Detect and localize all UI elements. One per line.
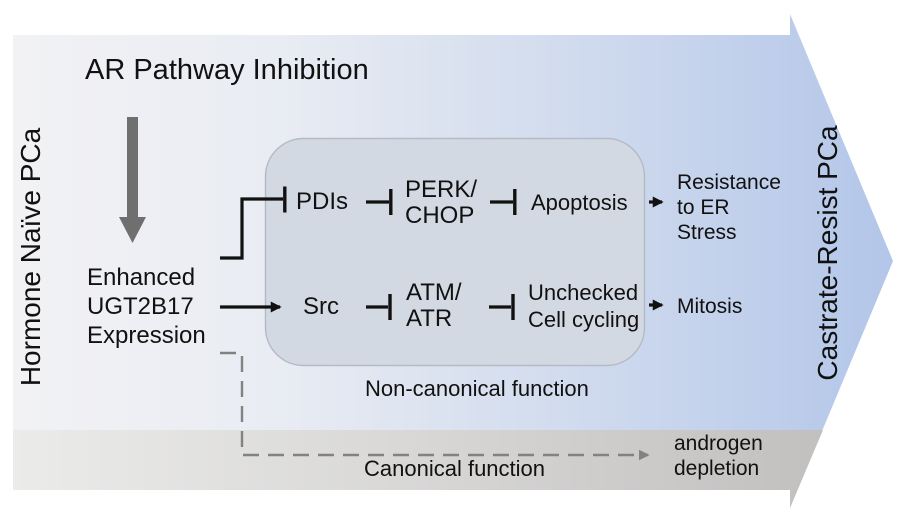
canonical-band-shape bbox=[13, 430, 823, 508]
node-pdis: PDIs bbox=[296, 188, 349, 215]
er-stress-line-1: Resistance bbox=[677, 171, 781, 194]
right-axis-label: Castrate-Resist PCa bbox=[812, 125, 843, 381]
down-arrow-icon bbox=[119, 117, 146, 243]
outcome-androgen-depletion: androgen depletion bbox=[674, 431, 763, 481]
node-perk-chop: PERK/ CHOP bbox=[405, 177, 477, 229]
androgen-line-2: depletion bbox=[674, 457, 760, 480]
er-stress-line-2: to ER bbox=[677, 196, 730, 219]
outcome-er-stress: Resistance to ER Stress bbox=[677, 170, 781, 245]
trigger-line-3: Expression bbox=[87, 322, 206, 349]
node-cell-cycling: Unchecked Cell cycling bbox=[528, 279, 639, 333]
node-src: Src bbox=[303, 293, 339, 320]
left-axis-label: Hormone Naïve PCa bbox=[15, 127, 46, 387]
non-canonical-box bbox=[264, 137, 646, 367]
node-apoptosis: Apoptosis bbox=[531, 190, 628, 215]
er-stress-line-3: Stress bbox=[677, 221, 737, 244]
trigger-line-1: Enhanced bbox=[87, 264, 196, 291]
inhibition-elbow-line bbox=[220, 197, 283, 260]
perk-line-2: CHOP bbox=[405, 202, 475, 229]
canonical-caption: Canonical function bbox=[364, 456, 546, 481]
outcome-mitosis: Mitosis bbox=[677, 295, 743, 318]
cycling-line-2: Cell cycling bbox=[528, 307, 640, 332]
trigger-line-2: UGT2B17 bbox=[87, 293, 194, 320]
atm-line-1: ATM/ bbox=[406, 279, 462, 306]
atm-line-2: ATR bbox=[406, 305, 453, 332]
perk-line-1: PERK/ bbox=[405, 176, 478, 203]
cycling-line-1: Unchecked bbox=[528, 280, 639, 305]
trigger-node: Enhanced UGT2B17 Expression bbox=[87, 263, 206, 350]
canonical-dashed-arrow bbox=[220, 351, 650, 461]
androgen-line-1: androgen bbox=[674, 432, 763, 455]
figure-title: AR Pathway Inhibition bbox=[85, 54, 369, 86]
node-atm-atr: ATM/ ATR bbox=[406, 280, 462, 332]
non-canonical-caption: Non-canonical function bbox=[365, 376, 589, 401]
